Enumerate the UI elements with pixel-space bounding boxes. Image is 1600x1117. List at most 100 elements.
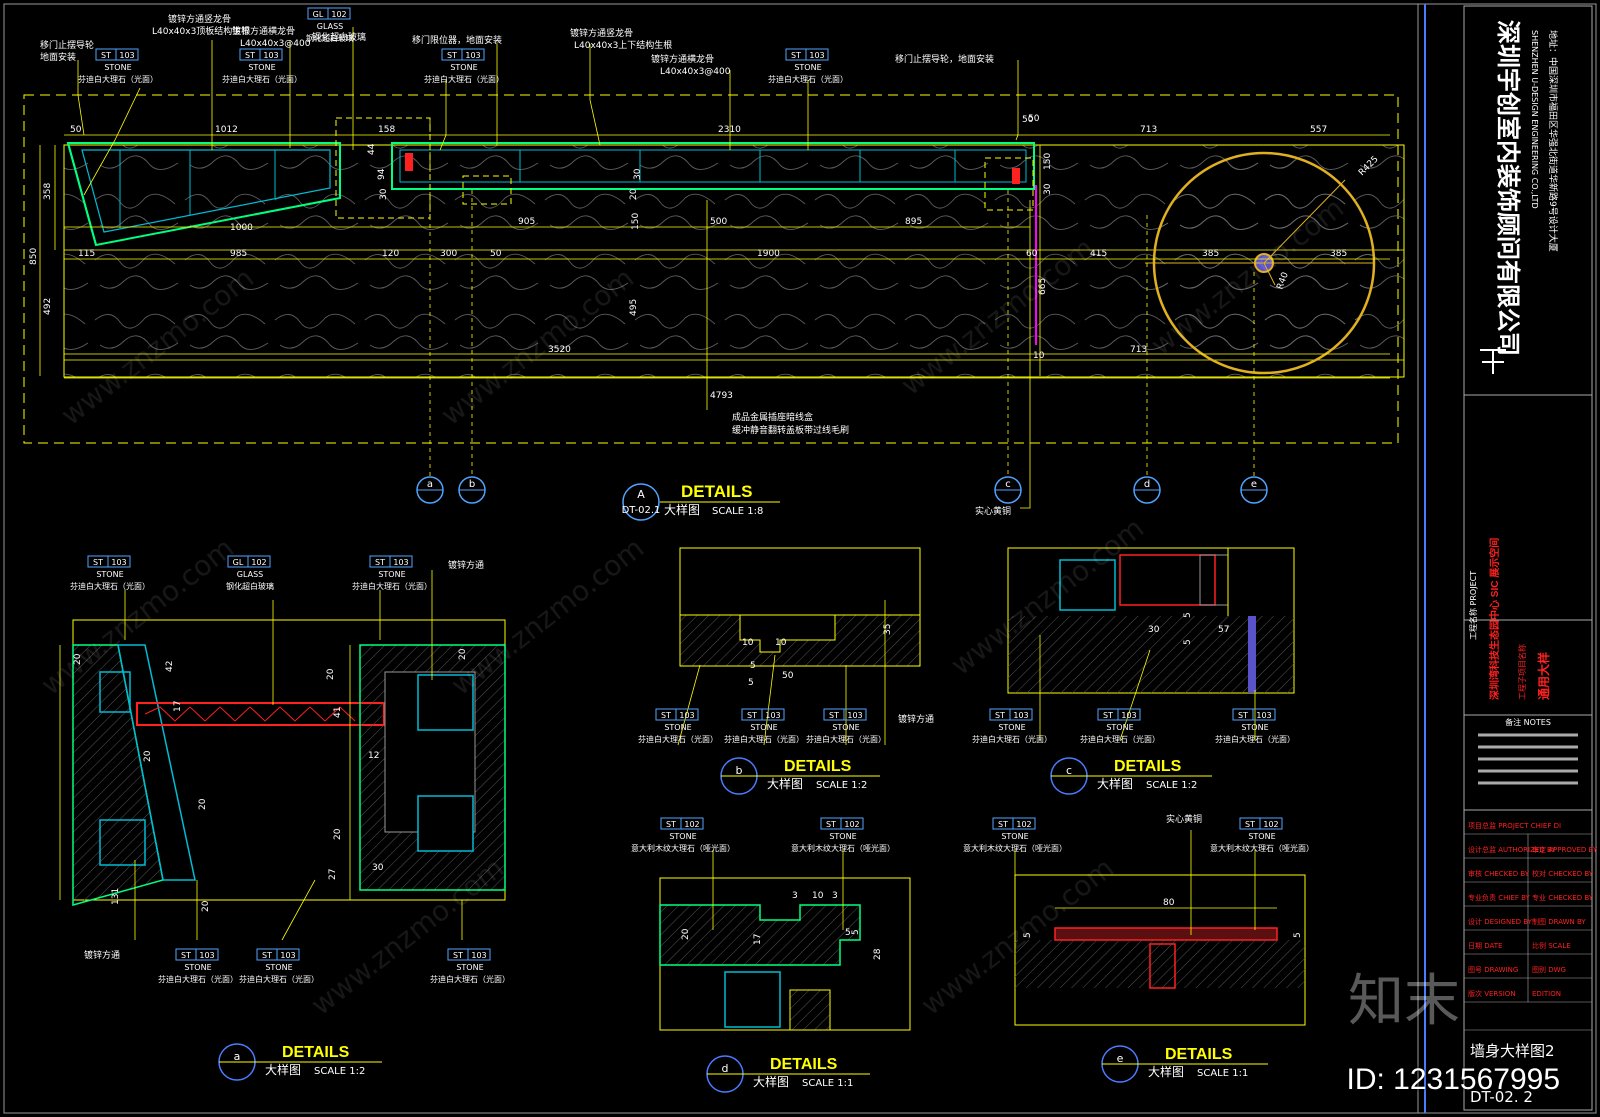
tag-st103-name: 芬迪白大理石（光面）	[222, 74, 302, 84]
dimension: 5	[1183, 639, 1193, 645]
label-glass: 钢化超白玻璃	[312, 31, 366, 43]
tag-st103-code: ST	[661, 711, 671, 720]
detail-scale: SCALE 1:1	[1197, 1068, 1248, 1079]
section-marker-label: b	[469, 479, 475, 490]
drawing-label: 工程子项目名称	[1517, 644, 1527, 700]
dimension: 12	[368, 751, 379, 761]
tag-st103-name: 芬迪白大理石（光面）	[638, 734, 718, 744]
tag-st103-num: 103	[199, 951, 214, 960]
tag-st103-num: 103	[1121, 711, 1136, 720]
tag-st103-num: 103	[119, 51, 134, 60]
tag-st103-type: STONE	[265, 963, 292, 972]
dimension: 20	[458, 648, 468, 660]
tag-st102-code: ST	[826, 820, 836, 829]
tag-gl102-type: GLASS	[237, 570, 263, 579]
tag-st103-code: ST	[245, 51, 255, 60]
dimension: 30	[1148, 625, 1160, 635]
tag-st103-num-box	[107, 555, 131, 568]
tag-st102-num: 102	[844, 820, 859, 829]
dimension: 5	[1293, 932, 1303, 938]
label-solid-brass: 实心黄铜	[1166, 813, 1202, 825]
detail-tag: c	[1066, 764, 1072, 777]
tag-st103-num: 103	[1256, 711, 1271, 720]
tag-st102-name: 意大利木纹大理石（哑光面）	[791, 843, 895, 853]
dimension: 385	[1202, 249, 1219, 259]
tag-st103-num-box	[467, 948, 491, 961]
dimension: 17	[173, 701, 183, 712]
detail-tag: d	[722, 1062, 729, 1075]
dimension: 2310	[718, 125, 741, 135]
label-socket-box: 成品金属插座暗线盒	[732, 411, 813, 423]
dimension: 50	[70, 125, 82, 135]
dimension: 41	[333, 707, 343, 718]
view-title: DETAILS	[681, 482, 752, 501]
tag-st103-num: 103	[809, 51, 824, 60]
tag-st102-num-box	[680, 817, 704, 830]
tag-st103-num: 103	[465, 51, 480, 60]
tag-gl102-name: 钢化超白玻璃	[226, 581, 274, 591]
tag-st102-code: ST	[666, 820, 676, 829]
dimension: 713	[1140, 125, 1157, 135]
tag-st103-num-box	[761, 708, 785, 721]
dimension: 50	[1028, 114, 1040, 124]
tag-st103-num-box	[461, 48, 485, 61]
dimension: 5	[1023, 932, 1033, 938]
title-block-field: 校对 CHECKED BY	[1532, 869, 1594, 878]
tag-st103-num-box	[259, 48, 283, 61]
dimension: 30	[372, 863, 384, 873]
dimension: 20	[333, 828, 343, 840]
title-block-field: 专业负责 CHIEF BY	[1468, 893, 1531, 902]
dimension: 50	[782, 671, 794, 681]
dimension: 3	[832, 891, 838, 901]
dimension: 20	[201, 900, 211, 912]
tag-st103-code: ST	[453, 951, 463, 960]
tag-gl102-num-box	[327, 7, 351, 20]
tag-st103-type: STONE	[1106, 723, 1133, 732]
detail-scale: SCALE 1:1	[802, 1078, 853, 1089]
dimension: 500	[710, 217, 727, 227]
tag-st103-num-box	[1252, 708, 1276, 721]
tag-st103-type: STONE	[750, 723, 777, 732]
tag-st103-name: 芬迪白大理石（光面）	[424, 74, 504, 84]
tag-st103-code: ST	[447, 51, 457, 60]
tag-st103-name: 芬迪白大理石（光面）	[70, 581, 150, 591]
label-steel-tube: 镀锌方通	[84, 949, 120, 961]
tag-st103-num: 103	[111, 558, 126, 567]
tag-st103-name: 芬迪白大理石（光面）	[352, 581, 432, 591]
detail-scale: SCALE 1:2	[816, 780, 867, 791]
title-block-field: EDITION	[1532, 990, 1561, 998]
tag-st102-type: STONE	[1248, 832, 1275, 841]
label-sliding-guide: 移门止摆导轮，地面安装	[895, 53, 994, 65]
tag-st103-num-box	[675, 708, 699, 721]
dimension: 30	[633, 168, 643, 180]
label-door-stop: 移门限位器，地面安装	[412, 34, 502, 46]
view-tag-circle	[622, 483, 660, 521]
tag-st103-name: 芬迪白大理石（光面）	[724, 734, 804, 744]
tag-st102-num-box	[840, 817, 864, 830]
tag-st103-type: STONE	[664, 723, 691, 732]
detail-title: DETAILS	[1165, 1046, 1233, 1063]
tag-st103-name: 芬迪白大理石（光面）	[1080, 734, 1160, 744]
tag-st102-name: 意大利木纹大理石（哑光面）	[1210, 843, 1314, 853]
tag-st103-code: ST	[181, 951, 191, 960]
tag-st103-num: 103	[1013, 711, 1028, 720]
tag-gl102-num: 102	[331, 10, 346, 19]
tag-st103-num-box	[1117, 708, 1141, 721]
tag-st103-num-box	[195, 948, 219, 961]
label-steel-horizontal: L40x40x3@400	[240, 39, 311, 49]
tag-st103-code: ST	[375, 558, 385, 567]
tag-st103-num-box	[115, 48, 139, 61]
section-marker-label: d	[1144, 479, 1150, 490]
label-steel-vertical: 镀锌方通竖龙骨	[168, 13, 231, 25]
dimension: 20	[681, 928, 691, 940]
dimension: 5	[845, 928, 851, 938]
title-block-field: 审核 CHECKED BY	[1468, 869, 1530, 878]
detail-b	[677, 547, 921, 795]
dimension: 665	[1038, 278, 1048, 295]
tag-st103-type: STONE	[450, 63, 477, 72]
detail-title: DETAILS	[784, 758, 852, 775]
title-block-field: 设计总监 AUTHORIZED BY	[1468, 845, 1556, 854]
main-elevation-view	[23, 27, 1405, 509]
